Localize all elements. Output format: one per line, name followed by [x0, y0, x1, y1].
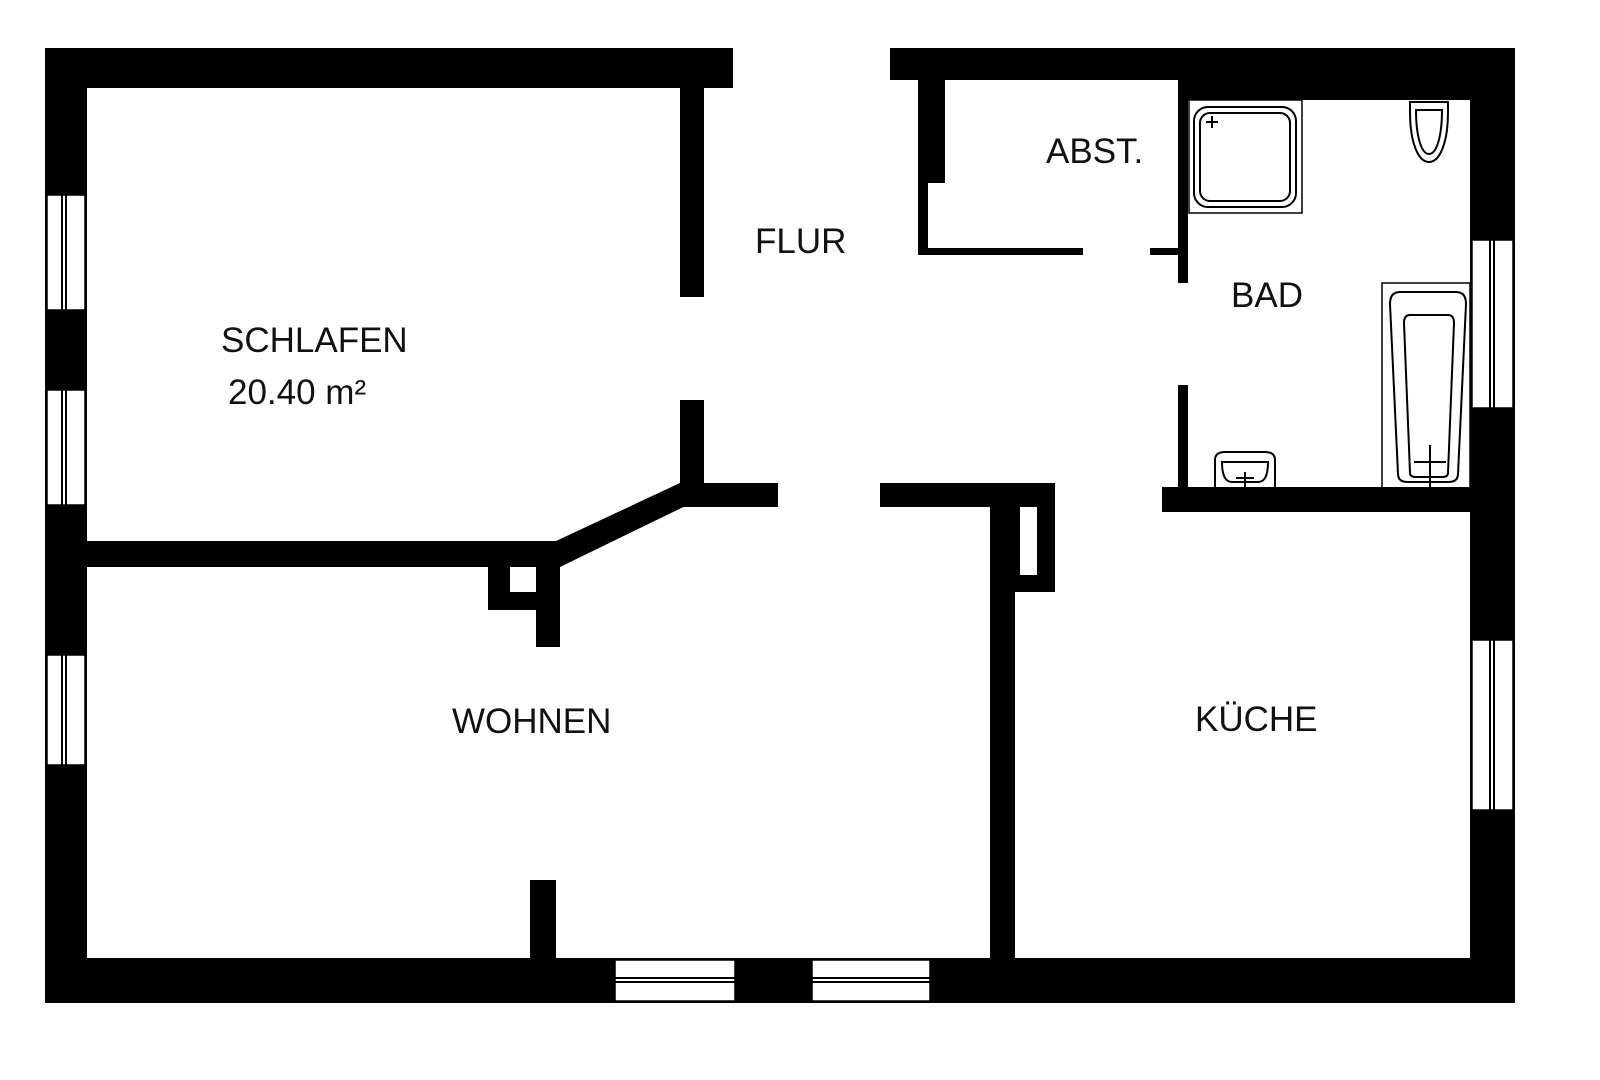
- sink-icon: [1214, 451, 1276, 490]
- room-label-flur: FLUR: [755, 222, 846, 261]
- diagonal-wall: [556, 483, 704, 567]
- room-label-schlafen: SCHLAFEN: [221, 321, 408, 360]
- bad-wall-bottom: [1162, 487, 1470, 512]
- chimney-left: [488, 567, 560, 647]
- outer-wall-top-bath: [1182, 48, 1515, 100]
- wohnen-kueche-wall: [990, 483, 1015, 958]
- room-label-abst: ABST.: [1046, 132, 1143, 171]
- bathroom-fixtures: [1188, 99, 1471, 490]
- abst-wall-bottom: [918, 248, 1083, 255]
- window-bottom-2: [811, 959, 931, 1002]
- room-area-schlafen: 20.40 m²: [228, 373, 366, 412]
- bad-wall-left-lower: [1178, 385, 1188, 490]
- bathtub-icon: [1381, 282, 1471, 490]
- toilet-icon: [1409, 101, 1449, 164]
- flur-wall-right: [880, 483, 1055, 507]
- window-left-3: [46, 654, 86, 766]
- abst-wall-left: [918, 80, 945, 183]
- schlafen-wohnen-wall: [87, 541, 560, 567]
- walls: [45, 48, 1515, 1003]
- chimney-right: [1015, 507, 1055, 592]
- outer-wall-left: [45, 48, 87, 1003]
- schlafen-wall-upper: [680, 88, 704, 297]
- abst-wall-bottom-stub: [1150, 248, 1180, 255]
- windows: [46, 194, 1514, 1002]
- window-right-1: [1471, 239, 1514, 409]
- room-label-wohnen: WOHNEN: [452, 702, 611, 741]
- outer-wall-bottom: [45, 958, 1515, 1003]
- outer-wall-right: [1470, 48, 1515, 1003]
- outer-wall-top-left: [45, 48, 733, 88]
- room-label-bad: BAD: [1231, 276, 1303, 315]
- abst-wall-left-thin: [918, 183, 928, 255]
- shower-icon: [1188, 99, 1303, 214]
- bad-wall-left-upper: [1178, 78, 1188, 283]
- room-labels: SCHLAFEN 20.40 m² FLUR ABST. BAD WOHNEN …: [221, 132, 1318, 741]
- window-right-2: [1471, 639, 1514, 811]
- window-bottom-1: [614, 959, 736, 1002]
- window-left-2: [46, 389, 86, 506]
- wohnen-bottom-stub: [530, 880, 556, 958]
- room-label-kueche: KÜCHE: [1195, 700, 1318, 739]
- window-left-1: [46, 194, 86, 311]
